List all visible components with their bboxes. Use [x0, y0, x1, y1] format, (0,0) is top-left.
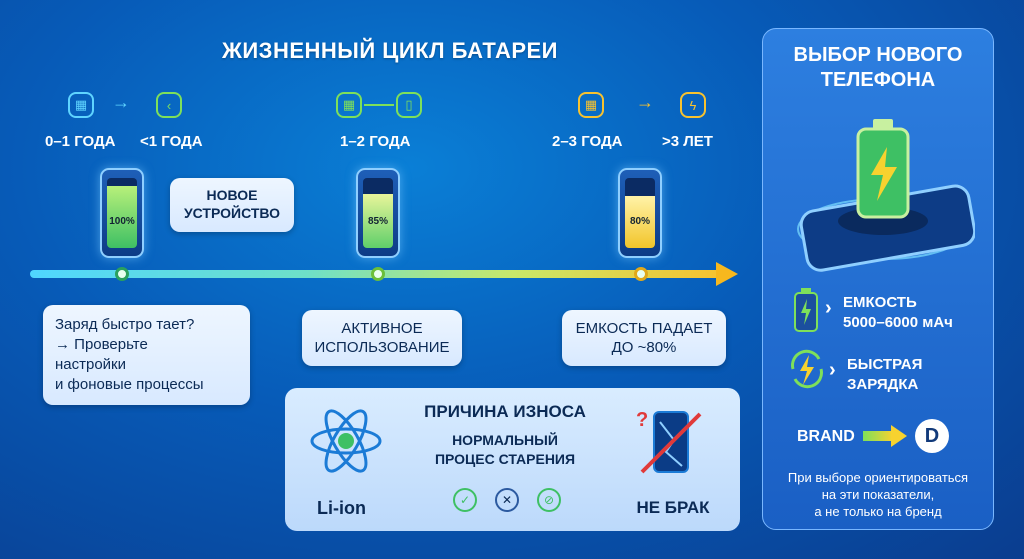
bubble-line: ДО ~80%	[611, 339, 677, 356]
stage1-to-label: <1 ГОДА	[140, 133, 203, 150]
advice-note: При выборе ориентироваться на эти показа…	[763, 469, 993, 520]
li-ion-label: Li-ion	[317, 498, 366, 518]
note-line: на эти показатели,	[821, 487, 935, 502]
callout-text: НОВОЕ УСТРОЙСТВО	[183, 187, 281, 221]
atom-icon	[310, 409, 382, 473]
stage1-from-label: 0–1 ГОДА	[45, 133, 116, 150]
not-defect-label: НЕ БРАК	[636, 498, 710, 517]
bubble-line: АКТИВНОЕ	[341, 320, 423, 337]
phone-battery-stage3: 80%	[618, 168, 662, 258]
brand-logo-icon: D	[915, 419, 949, 453]
cause-title: ПРИЧИНА ИЗНОСА	[424, 402, 586, 421]
panel-title-line: ТЕЛЕФОНА	[820, 69, 936, 91]
note-line: При выборе ориентироваться	[787, 470, 969, 485]
timeline-arrow-icon	[716, 262, 738, 286]
calendar-icon: ▦	[68, 92, 94, 118]
tip-line: и фоновые процессы	[55, 376, 204, 393]
phone-icon: ‹	[156, 92, 182, 118]
chevron-right-icon: ›	[829, 359, 836, 381]
arrow-right-icon: →	[112, 92, 130, 112]
calendar-icon: ▦	[336, 92, 362, 118]
capacity-label: ЕМКОСТЬ	[843, 294, 917, 311]
svg-text:?: ?	[636, 409, 648, 431]
bubble-line: ИСПОЛЬЗОВАНИЕ	[314, 339, 450, 356]
battery-percent: 80%	[629, 216, 650, 227]
timeline-marker	[371, 267, 385, 281]
charging-phone-icon: ϟ	[680, 92, 706, 118]
battery-percent: 85%	[367, 216, 388, 227]
timeline-marker	[115, 267, 129, 281]
battery-percent: 100%	[109, 216, 135, 227]
stage3-bubble: ЕМКОСТЬ ПАДАЕТ ДО ~80%	[562, 310, 726, 366]
brand-label: BRAND	[797, 428, 855, 445]
timeline-marker	[634, 267, 648, 281]
stage3-to-label: >3 ЛЕТ	[662, 133, 713, 150]
connector-line	[364, 104, 394, 106]
wear-cause-panel: Li-ion ПРИЧИНА ИЗНОСА НОРМАЛЬНЫЙ ПРОЦЕС …	[285, 388, 740, 531]
bubble-line: ЕМКОСТЬ ПАДАЕТ	[575, 320, 713, 337]
new-device-callout: НОВОЕ УСТРОЙСТВО	[170, 178, 294, 232]
fast-charging-label: БЫСТРАЯ	[847, 356, 923, 373]
check-icon: ✓	[453, 488, 477, 512]
fast-charging-icon	[791, 349, 823, 389]
chevron-right-icon: ›	[825, 297, 832, 319]
phone-battery-stage2: 85%	[356, 168, 400, 258]
arrow-right-icon	[863, 431, 893, 441]
no-fault-icon: ✕	[495, 488, 519, 512]
stage3-from-label: 2–3 ГОДА	[552, 133, 623, 150]
stage2-label: 1–2 ГОДА	[340, 133, 411, 150]
phone-icon: ▯	[396, 92, 422, 118]
arrow-right-icon: →	[636, 92, 654, 112]
broken-phone-icon: ?	[636, 409, 702, 474]
fast-charging-label: ЗАРЯДКА	[847, 376, 919, 393]
stage1-tip-bubble: Заряд быстро тает? → Проверьте настройки…	[43, 305, 250, 405]
cause-subtitle: НОРМАЛЬНЫЙ	[452, 432, 558, 448]
note-line: а не только на бренд	[814, 504, 942, 519]
phone-with-battery-illustration	[797, 119, 975, 272]
arrow-head-icon	[891, 425, 907, 447]
tip-line: Заряд быстро тает?	[55, 316, 195, 333]
new-phone-panel: ВЫБОР НОВОГО ТЕЛЕФОНА › ЕМКОСТЬ 5000–600…	[762, 28, 994, 530]
cause-subtitle: ПРОЦЕС СТАРЕНИЯ	[434, 451, 576, 467]
calendar-icon: ▦	[578, 92, 604, 118]
tip-line: → Проверьте	[55, 336, 148, 353]
page-title: ЖИЗНЕННЫЙ ЦИКЛ БАТАРЕИ	[221, 38, 558, 63]
panel-title-line: ВЫБОР НОВОГО	[793, 44, 963, 66]
stage2-bubble: АКТИВНОЕ ИСПОЛЬЗОВАНИЕ	[302, 310, 462, 366]
leaf-icon: ⊘	[537, 488, 561, 512]
phone-battery-stage1: 100%	[100, 168, 144, 258]
tip-line: настройки	[55, 356, 127, 373]
capacity-value: 5000–6000 мАч	[843, 314, 953, 331]
battery-icon	[794, 288, 818, 332]
